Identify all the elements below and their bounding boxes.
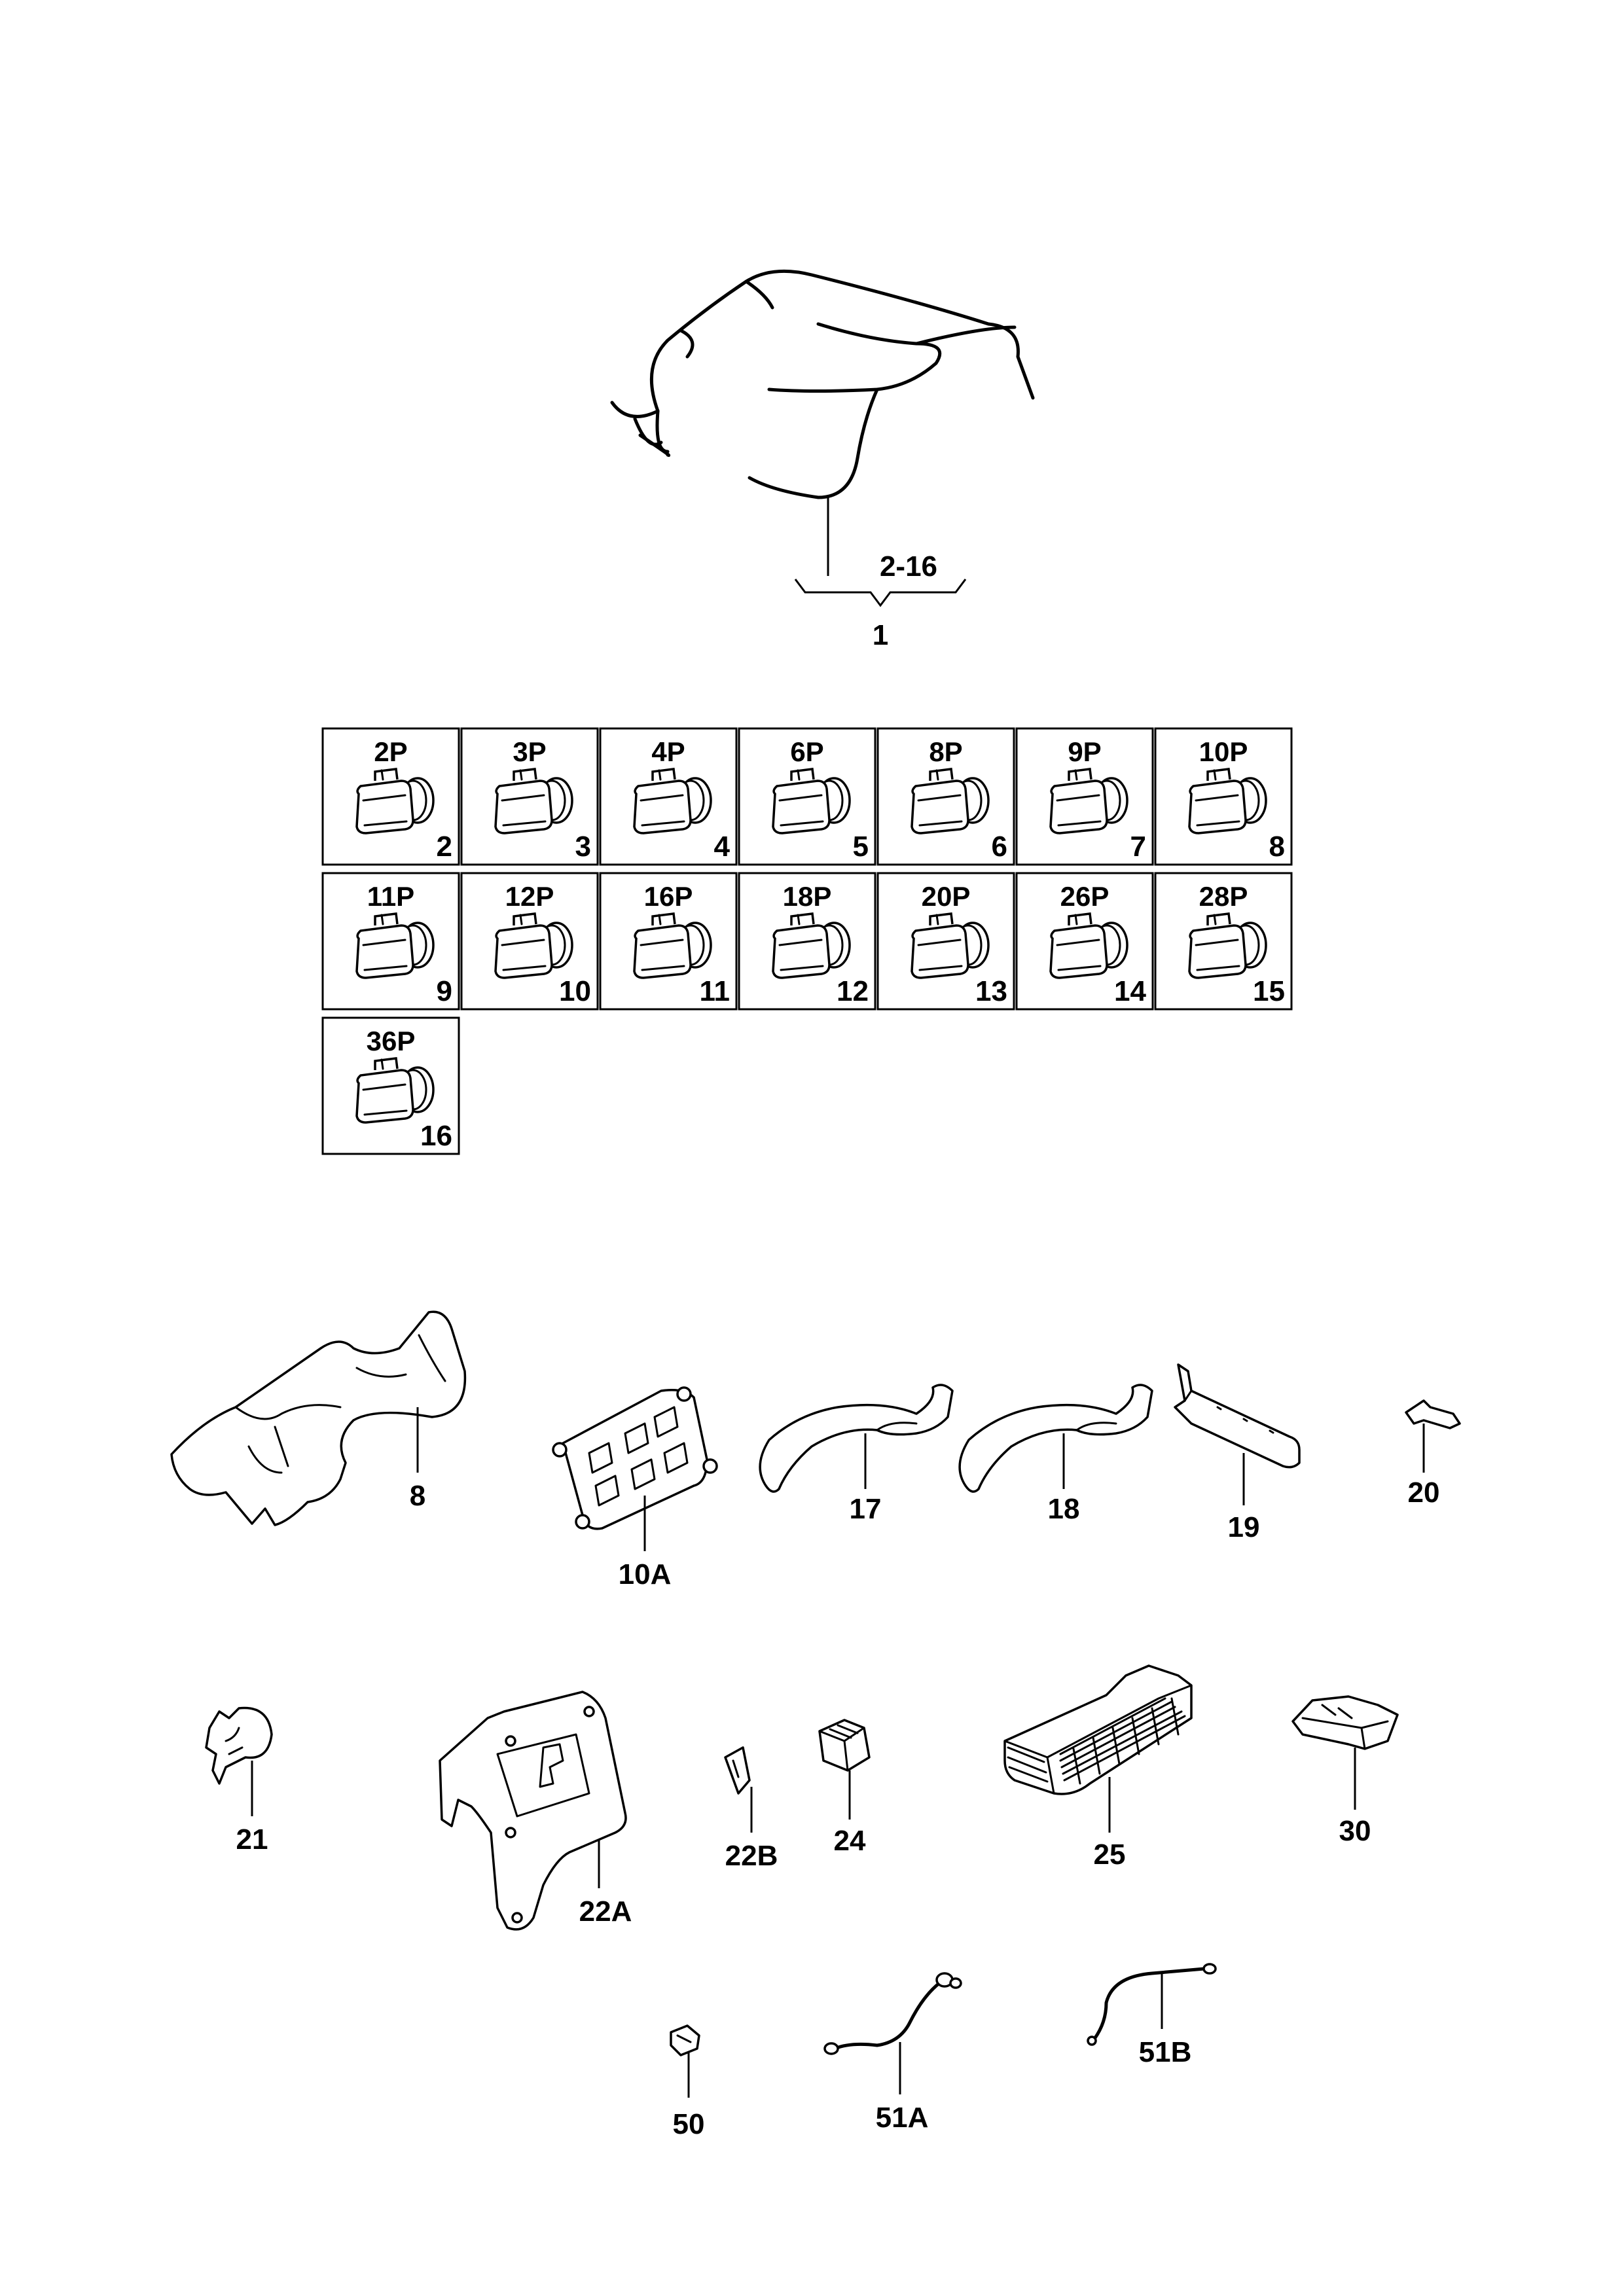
connector-pin-count: 10P — [1199, 736, 1248, 767]
connector-ref-number: 4 — [714, 831, 731, 863]
connector-pin-count: 28P — [1199, 881, 1248, 912]
part-30-drawing — [1291, 1695, 1399, 1750]
connector-cell: 2P 2 — [321, 727, 460, 866]
part-51b-label: 51B — [1139, 2036, 1192, 2068]
connector-cell: 3P 3 — [460, 727, 599, 866]
part-10a-label: 10A — [619, 1558, 672, 1590]
part-25-drawing — [1003, 1664, 1193, 1795]
connector-ref-number: 10 — [559, 975, 591, 1007]
part-19-label: 19 — [1228, 1511, 1260, 1543]
harness-main-label: 1 — [873, 619, 888, 651]
connector-ref-number: 7 — [1130, 831, 1146, 863]
part-25-label: 25 — [1094, 1839, 1126, 1871]
part-21-drawing — [205, 1706, 273, 1785]
connector-pin-count: 20P — [922, 881, 971, 912]
connector-ref-number: 6 — [992, 831, 1007, 863]
connector-cell-frame — [321, 872, 460, 1011]
part-24-label: 24 — [834, 1825, 866, 1857]
part-22a-label: 22A — [579, 1895, 632, 1928]
harness-range-label: 2-16 — [880, 550, 937, 583]
connector-pin-count: 9P — [1068, 736, 1101, 767]
part-30-label: 30 — [1339, 1815, 1371, 1847]
part-22a-drawing — [439, 1691, 627, 1931]
connector-cell: 18P 12 — [738, 872, 876, 1011]
wiring-harness — [610, 269, 1035, 607]
connector-cell: 4P 4 — [599, 727, 738, 866]
part-20-drawing — [1405, 1399, 1461, 1429]
connector-pin-count: 26P — [1060, 881, 1110, 912]
part-50-label: 50 — [673, 2108, 705, 2140]
connector-cell: 26P 14 — [1015, 872, 1154, 1011]
connector-cell: 28P 15 — [1154, 872, 1293, 1011]
part-21-label: 21 — [236, 1823, 268, 1856]
connector-cell: 16P 11 — [599, 872, 738, 1011]
part-18-label: 18 — [1048, 1493, 1080, 1525]
connector-cell-frame — [1154, 872, 1293, 1011]
connector-ref-number: 2 — [437, 831, 452, 863]
part-20-label: 20 — [1408, 1477, 1440, 1509]
part-8-label: 8 — [410, 1480, 425, 1512]
part-19-drawing — [1174, 1363, 1301, 1469]
part-10a-drawing — [552, 1386, 718, 1530]
connector-cell-frame — [321, 1016, 460, 1155]
part-22b-drawing — [724, 1746, 751, 1795]
part-51a-label: 51A — [876, 2102, 929, 2134]
connector-cell: 20P 13 — [876, 872, 1015, 1011]
connector-ref-number: 8 — [1269, 831, 1285, 863]
connector-cell: 6P 5 — [738, 727, 876, 866]
part-17-label: 17 — [850, 1493, 882, 1525]
connector-pin-count: 11P — [367, 881, 414, 912]
connector-ref-number: 3 — [575, 831, 591, 863]
part-24-drawing — [818, 1719, 871, 1772]
connector-cell: 36P 16 — [321, 1016, 460, 1155]
connector-ref-number: 5 — [853, 831, 869, 863]
connector-cell: 8P 6 — [876, 727, 1015, 866]
connector-pin-count: 12P — [505, 881, 554, 912]
connector-cell: 9P 7 — [1015, 727, 1154, 866]
part-17-drawing — [759, 1384, 954, 1493]
part-22b-label: 22B — [725, 1840, 778, 1872]
connector-ref-number: 12 — [837, 975, 869, 1007]
connector-ref-number: 14 — [1114, 975, 1146, 1007]
connector-pin-count: 18P — [783, 881, 832, 912]
connector-cell: 10P 8 — [1154, 727, 1293, 866]
connector-ref-number: 9 — [437, 975, 452, 1007]
part-50-drawing — [670, 2024, 700, 2056]
part-8-drawing — [170, 1310, 467, 1526]
connector-grid: 2P23P34P46P58P69P710P811P912P1016P1118P1… — [321, 727, 1293, 1155]
connector-pin-count: 2P — [374, 736, 407, 767]
connector-ref-number: 11 — [699, 975, 730, 1007]
part-51b-drawing — [1087, 1963, 1217, 2046]
part-18-drawing — [958, 1384, 1153, 1493]
connector-pin-count: 4P — [651, 736, 685, 767]
connector-ref-number: 15 — [1253, 975, 1285, 1007]
connector-pin-count: 16P — [644, 881, 693, 912]
connector-pin-count: 8P — [929, 736, 962, 767]
connector-ref-number: 13 — [975, 975, 1007, 1007]
part-51a-drawing — [823, 1972, 962, 2055]
connector-pin-count: 36P — [367, 1026, 416, 1056]
connector-pin-count: 6P — [790, 736, 823, 767]
connector-cell: 12P 10 — [460, 872, 599, 1011]
connector-cell: 11P 9 — [321, 872, 460, 1011]
connector-ref-number: 16 — [420, 1120, 452, 1152]
connector-pin-count: 3P — [513, 736, 546, 767]
